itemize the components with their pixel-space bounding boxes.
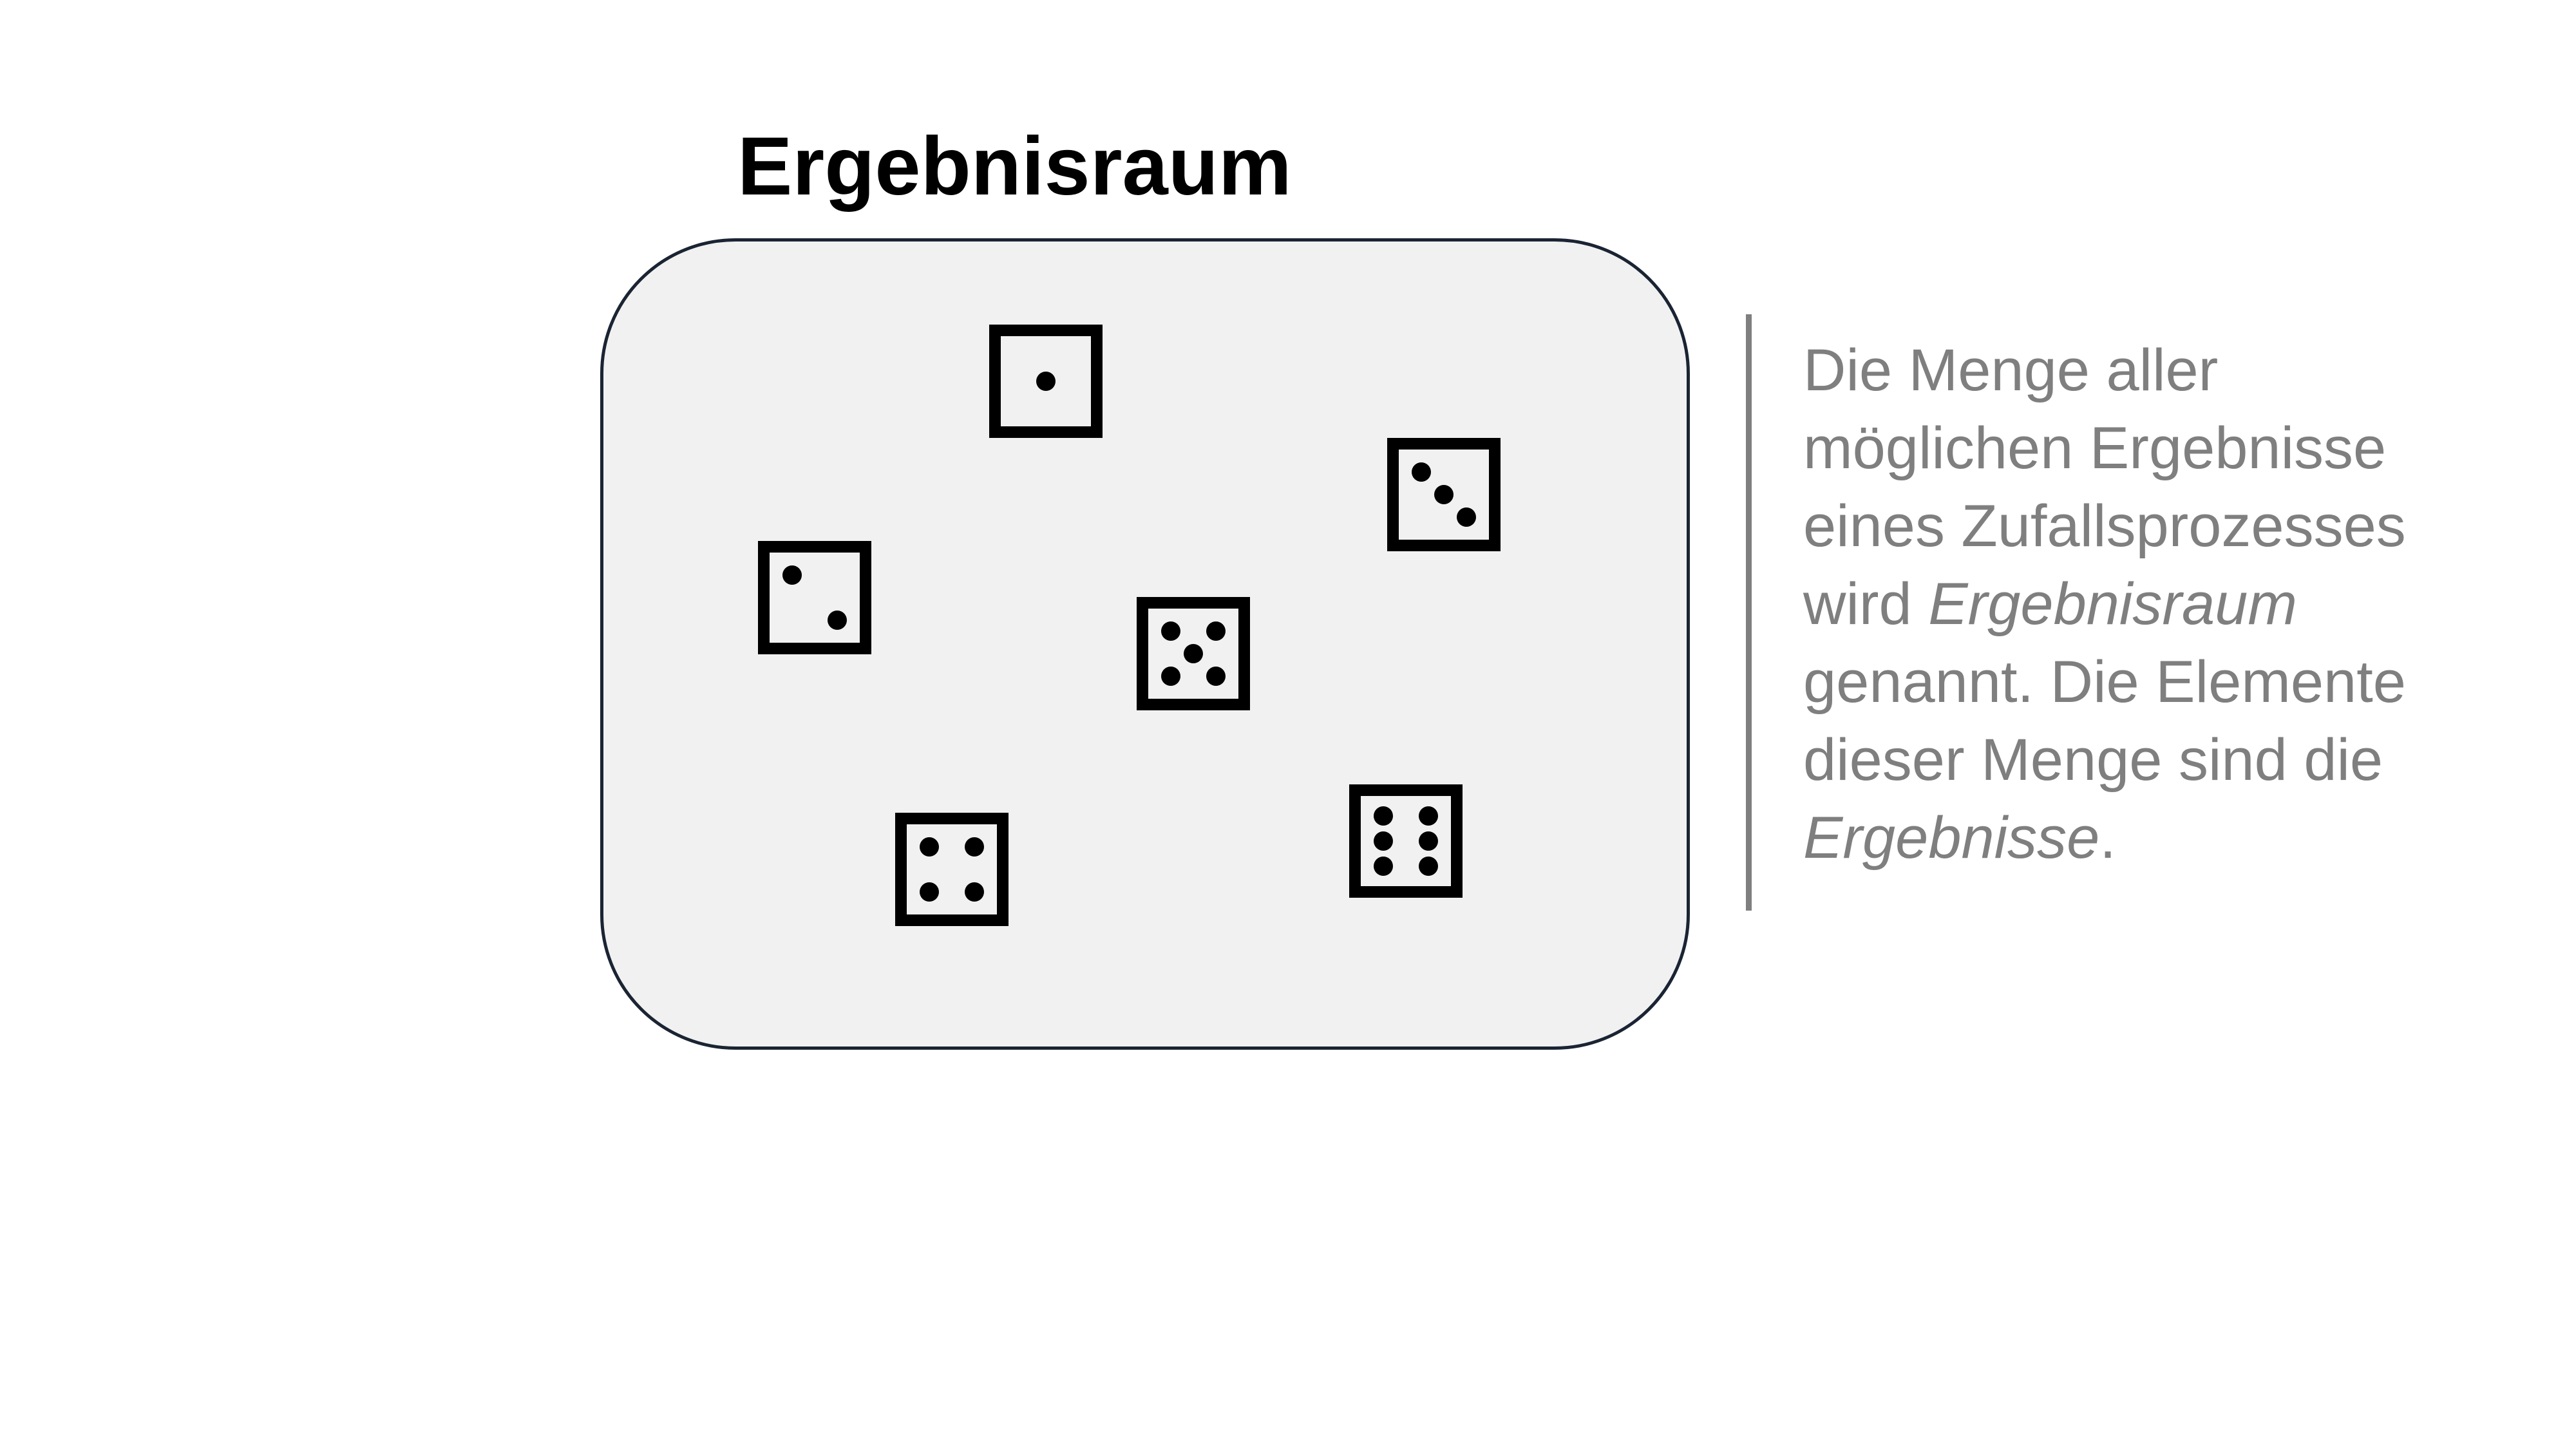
die-pip	[1457, 507, 1476, 527]
die-pip	[965, 837, 984, 857]
die-pip	[1419, 857, 1438, 876]
die-five	[1137, 597, 1250, 710]
die-four	[895, 813, 1009, 926]
description-text-part: wird	[1803, 571, 1929, 637]
diagram-title: Ergebnisraum	[737, 120, 1292, 213]
description-text: Die Menge aller möglichen Ergebnisse ein…	[1803, 332, 2544, 877]
die-pip	[828, 611, 847, 630]
description-line: wird Ergebnisraum	[1803, 565, 2544, 643]
term-ergebnisse: Ergebnisse	[1803, 805, 2100, 871]
description-line: Ergebnisse.	[1803, 799, 2544, 877]
die-one	[989, 325, 1103, 438]
die-pip	[1374, 806, 1393, 826]
die-pip	[920, 837, 939, 857]
die-pip	[1374, 857, 1393, 876]
description-line: genannt. Die Elemente	[1803, 649, 2406, 715]
die-pip	[1434, 485, 1454, 504]
die-pip	[1412, 462, 1431, 482]
die-pip	[1374, 831, 1393, 851]
die-three	[1387, 438, 1501, 551]
die-pip	[1419, 806, 1438, 826]
die-six	[1349, 784, 1463, 898]
die-pip	[965, 882, 984, 902]
die-pip	[920, 882, 939, 902]
description-text-part: .	[2099, 805, 2116, 871]
description-line: eines Zufallsprozesses	[1803, 493, 2406, 559]
die-pip	[1184, 644, 1203, 663]
die-pip	[1206, 621, 1226, 641]
die-pip	[1161, 667, 1180, 686]
die-pip	[1419, 831, 1438, 851]
die-pip	[1161, 621, 1180, 641]
die-pip	[782, 565, 802, 585]
description-line: dieser Menge sind die	[1803, 727, 2383, 793]
divider-line	[1746, 314, 1752, 911]
die-pip	[1206, 667, 1226, 686]
description-line: Die Menge aller	[1803, 337, 2219, 403]
description-line: möglichen Ergebnisse	[1803, 415, 2387, 481]
die-pip	[1036, 372, 1056, 391]
term-ergebnisraum: Ergebnisraum	[1928, 571, 2297, 637]
die-two	[758, 541, 871, 654]
